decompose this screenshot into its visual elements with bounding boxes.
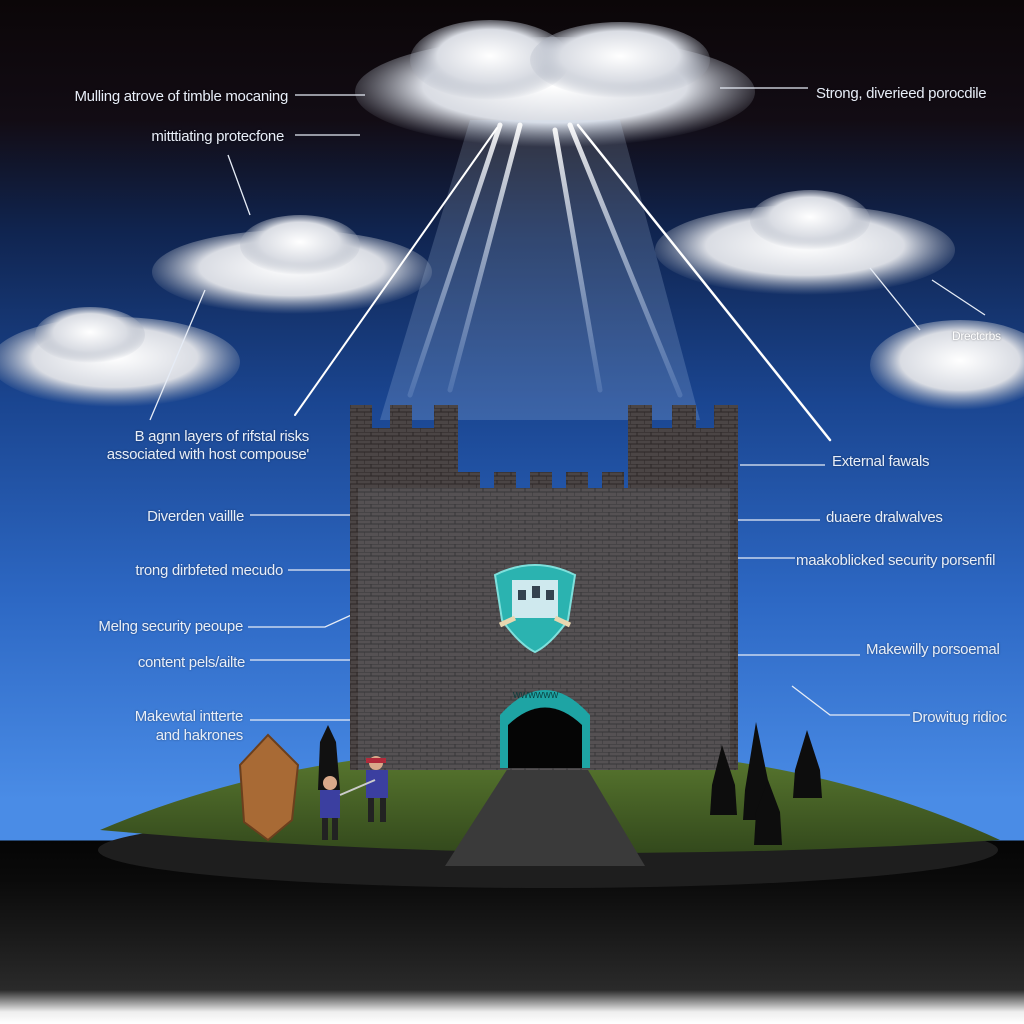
label-top-right: Strong, diverieed porocdile <box>816 85 987 102</box>
shield-emblem <box>493 564 577 654</box>
label-top-left-2: mitttiating protecfone <box>151 128 284 145</box>
leader-lines <box>149 87 986 721</box>
label-top-left-1: Mulling atrove of timble mocaning <box>74 88 288 105</box>
label-left-6: content pels/ailte <box>137 654 245 671</box>
label-left-7a: Makewtal intterte <box>134 708 244 725</box>
road <box>445 765 645 866</box>
light-beams <box>294 120 832 483</box>
label-left-5: Melng security peoupe <box>98 618 243 635</box>
cloud-right-mid <box>655 190 955 295</box>
gate-banner: WWWWWW <box>513 691 559 700</box>
gate-opening <box>508 707 582 768</box>
label-right-5: Drowitug ridioc <box>912 709 1007 726</box>
label-left-risks-2: associated with host compouse' <box>106 446 310 463</box>
label-cloud-right: Drectcrbs <box>952 329 1001 343</box>
label-right-2: duaere dralwalves <box>826 509 943 526</box>
label-left-4: trong dirbfeted mecudo <box>135 562 283 579</box>
label-left-3: Diverden vaillle <box>147 508 244 525</box>
cloud-top <box>355 20 755 147</box>
label-left-risks-1: B agnn layers of rifstal risks <box>134 428 310 445</box>
hooded-figures <box>710 722 822 845</box>
cloud-left <box>0 307 240 407</box>
defenders <box>318 725 388 840</box>
cloud-right <box>870 320 1024 410</box>
label-right-1: External fawals <box>832 453 930 470</box>
wooden-shield <box>238 733 300 842</box>
label-left-7b: and hakrones <box>155 727 244 744</box>
label-right-4: Makewilly porsoemal <box>866 641 1000 658</box>
cloud-left-mid <box>152 215 432 314</box>
label-right-3: maakoblicked security porsenfil <box>796 552 996 569</box>
